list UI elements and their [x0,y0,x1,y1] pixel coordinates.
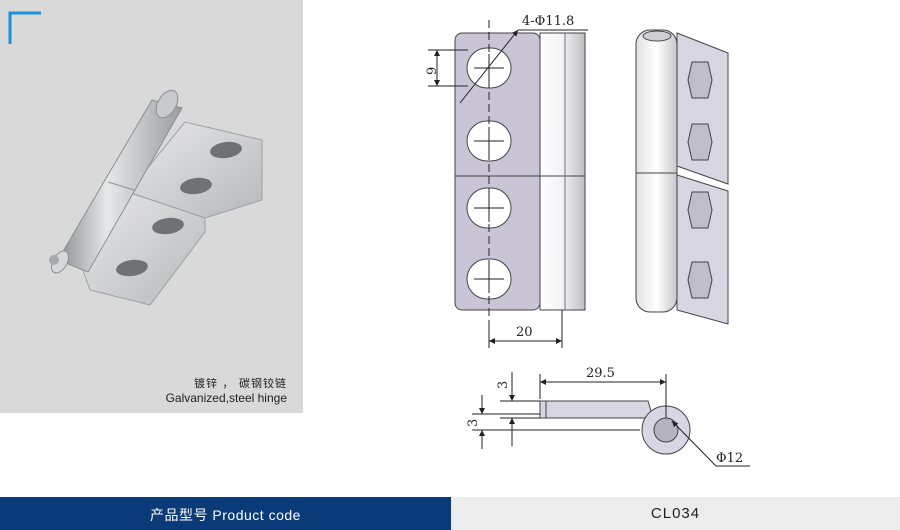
product-code-label-bg [0,497,451,530]
product-code-value-bg [451,497,900,530]
product-code-value: CL034 [650,505,701,522]
dim-29-5: 29.5 [586,366,615,381]
dim-diameter-12: Φ12 [716,451,743,466]
dim-side-3: 3 [466,419,481,427]
product-code-bar: 产品型号 Product code CL034 [0,497,900,530]
dim-9: 9 [425,67,440,75]
product-photo-panel: 镀锌 ， 碳钢铰链 Galvanized,steel hinge [0,0,303,413]
front-view: 4-Φ11.8 9 20 [425,14,588,348]
side-view [635,29,729,325]
technical-drawings: 4-Φ11.8 9 20 29.5 [425,14,750,467]
dim-top-3: 3 [496,381,511,389]
product-caption: 镀锌 ， 碳钢铰链 Galvanized,steel hinge [166,376,287,406]
product-code-label: 产品型号 Product code [150,507,301,523]
hinge-photo [49,89,263,306]
caption-chinese: 镀锌 ， 碳钢铰链 [194,377,287,390]
corner-bracket-icon [8,11,41,44]
end-view: 29.5 3 3 Φ12 [466,366,750,467]
caption-english: Galvanized,steel hinge [165,391,287,405]
dim-20: 20 [516,325,533,340]
hole-callout: 4-Φ11.8 [522,14,574,29]
